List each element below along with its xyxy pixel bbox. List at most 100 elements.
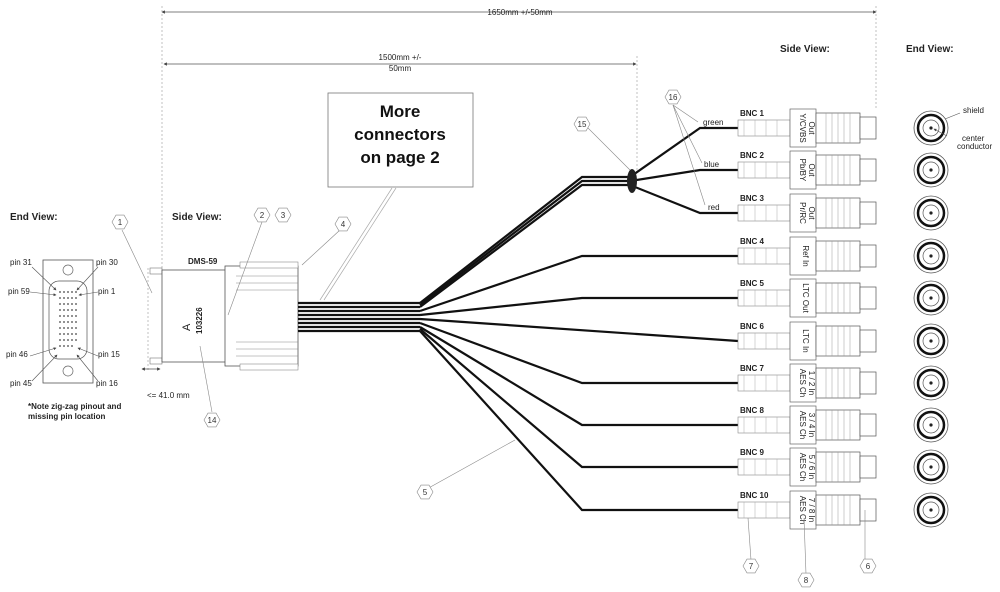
bnc-label-sleeve <box>789 363 817 403</box>
bnc-ferrule <box>737 289 791 307</box>
shield-label: shield <box>963 106 984 115</box>
bnc-end-view-2 <box>913 152 949 188</box>
callout-16: 16 <box>664 89 682 105</box>
pin-30-label: pin 30 <box>96 258 118 267</box>
wire-blue-label: blue <box>704 160 720 169</box>
bnc-label-sleeve <box>789 150 817 190</box>
bnc-tip <box>859 413 877 437</box>
coax-wire-2 <box>419 179 630 306</box>
breakout-length-label-1: 1500mm +/- <box>379 53 422 62</box>
callout-1: 1 <box>111 214 129 230</box>
bnc-ferrule <box>737 204 791 222</box>
pin-45-label: pin 45 <box>10 379 32 388</box>
bnc-tip <box>859 498 877 522</box>
bnc-ferrule <box>737 501 791 519</box>
bnc-end-view-7 <box>913 365 949 401</box>
bnc-ferrule <box>737 247 791 265</box>
bnc-function-label: AES Ch <box>798 496 807 524</box>
dms59-body-letter: A <box>181 323 193 331</box>
bnc-label-sleeve <box>789 490 817 530</box>
callouts <box>121 104 866 575</box>
bnc-ferrule <box>737 119 791 137</box>
bnc-function-sublabel: Out <box>807 207 816 221</box>
dms59-part-number: 103226 <box>195 307 204 334</box>
callout-number: 2 <box>260 211 265 220</box>
bnc-name-label: BNC 1 <box>740 109 765 118</box>
dms59-side-view: Side View: DMS-59 A 103226 <box>149 212 299 371</box>
dimension-breakout: 1500mm +/- 50mm <box>163 53 638 170</box>
bnc-tip <box>859 116 877 140</box>
callout-number: 5 <box>423 488 428 497</box>
bnc-function-sublabel: 1 / 2 In <box>807 371 816 395</box>
coax-wire-bnc4 <box>419 254 738 313</box>
pin-59-label: pin 59 <box>8 287 30 296</box>
pinout-note-line-1: *Note zig-zag pinout and <box>28 402 121 411</box>
bnc-function-label: Pr/RC <box>798 202 807 224</box>
right-end-view-title: End View: <box>906 44 954 55</box>
bnc-label-sleeve <box>789 193 817 233</box>
bnc-ferrule <box>737 458 791 476</box>
bnc-name-label: BNC 4 <box>740 237 765 246</box>
pin-grid <box>59 291 77 347</box>
cable-bundle <box>298 126 739 512</box>
bnc-end-view-8 <box>913 407 949 443</box>
wire-color-labels: green blue red <box>703 118 723 212</box>
note-line-1: More <box>380 102 421 121</box>
callout-number: 3 <box>281 211 286 220</box>
callout-number: 16 <box>669 93 678 102</box>
bnc-end-view-1 <box>913 110 949 146</box>
pin-46-label: pin 46 <box>6 350 28 359</box>
bnc-name-label: BNC 5 <box>740 279 765 288</box>
overall-length-label: 1650mm +/-50mm <box>487 8 552 17</box>
bnc-name-label: BNC 10 <box>740 491 769 500</box>
wire-green-label: green <box>703 118 723 127</box>
callout-number: 15 <box>578 120 587 129</box>
left-side-view-title: Side View: <box>172 212 222 223</box>
pin-1-label: pin 1 <box>98 287 116 296</box>
coax-wire-bnc1 <box>629 126 738 178</box>
bnc-function-label: LTC In <box>801 329 810 352</box>
bnc-name-label: BNC 2 <box>740 151 765 160</box>
bnc-ferrule <box>737 374 791 392</box>
callout-number: 1 <box>118 218 123 227</box>
bnc-end-view-9 <box>913 449 949 485</box>
callout-number: 4 <box>341 220 346 229</box>
dms59-backshell <box>224 265 299 367</box>
mount-hole-bottom <box>62 365 74 377</box>
bnc-tip <box>859 158 877 182</box>
left-end-view-title: End View: <box>10 212 58 223</box>
bnc-function-sublabel: Out <box>807 122 816 136</box>
bnc-end-view-5 <box>913 280 949 316</box>
note-box: More connectors on page 2 <box>319 92 474 301</box>
callout-7: 7 <box>742 558 760 574</box>
bnc-label-sleeve <box>789 447 817 487</box>
callout-15: 15 <box>573 116 591 132</box>
end-view-labels: shield center conductor <box>933 106 992 151</box>
bnc-function-label: Pb/BY <box>798 159 807 182</box>
mount-hole-top <box>62 264 74 276</box>
callout-number: 14 <box>208 416 217 425</box>
wire-red-label: red <box>708 203 720 212</box>
callout-3: 3 <box>274 207 292 223</box>
bnc-tip <box>859 244 877 268</box>
bnc-name-label: BNC 8 <box>740 406 765 415</box>
bnc-end-view-10 <box>913 492 949 528</box>
center-conductor-label-1: center <box>962 134 985 143</box>
bnc-function-label: Y/CVBS <box>798 113 807 142</box>
bnc-name-label: BNC 7 <box>740 364 765 373</box>
coax-wire-1 <box>419 175 630 304</box>
bnc-end-view-4 <box>913 238 949 274</box>
coax-wire-bnc9 <box>419 328 738 469</box>
note-line-3: on page 2 <box>360 148 439 167</box>
callout-5: 5 <box>416 484 434 500</box>
pin-16-label: pin 16 <box>96 379 118 388</box>
